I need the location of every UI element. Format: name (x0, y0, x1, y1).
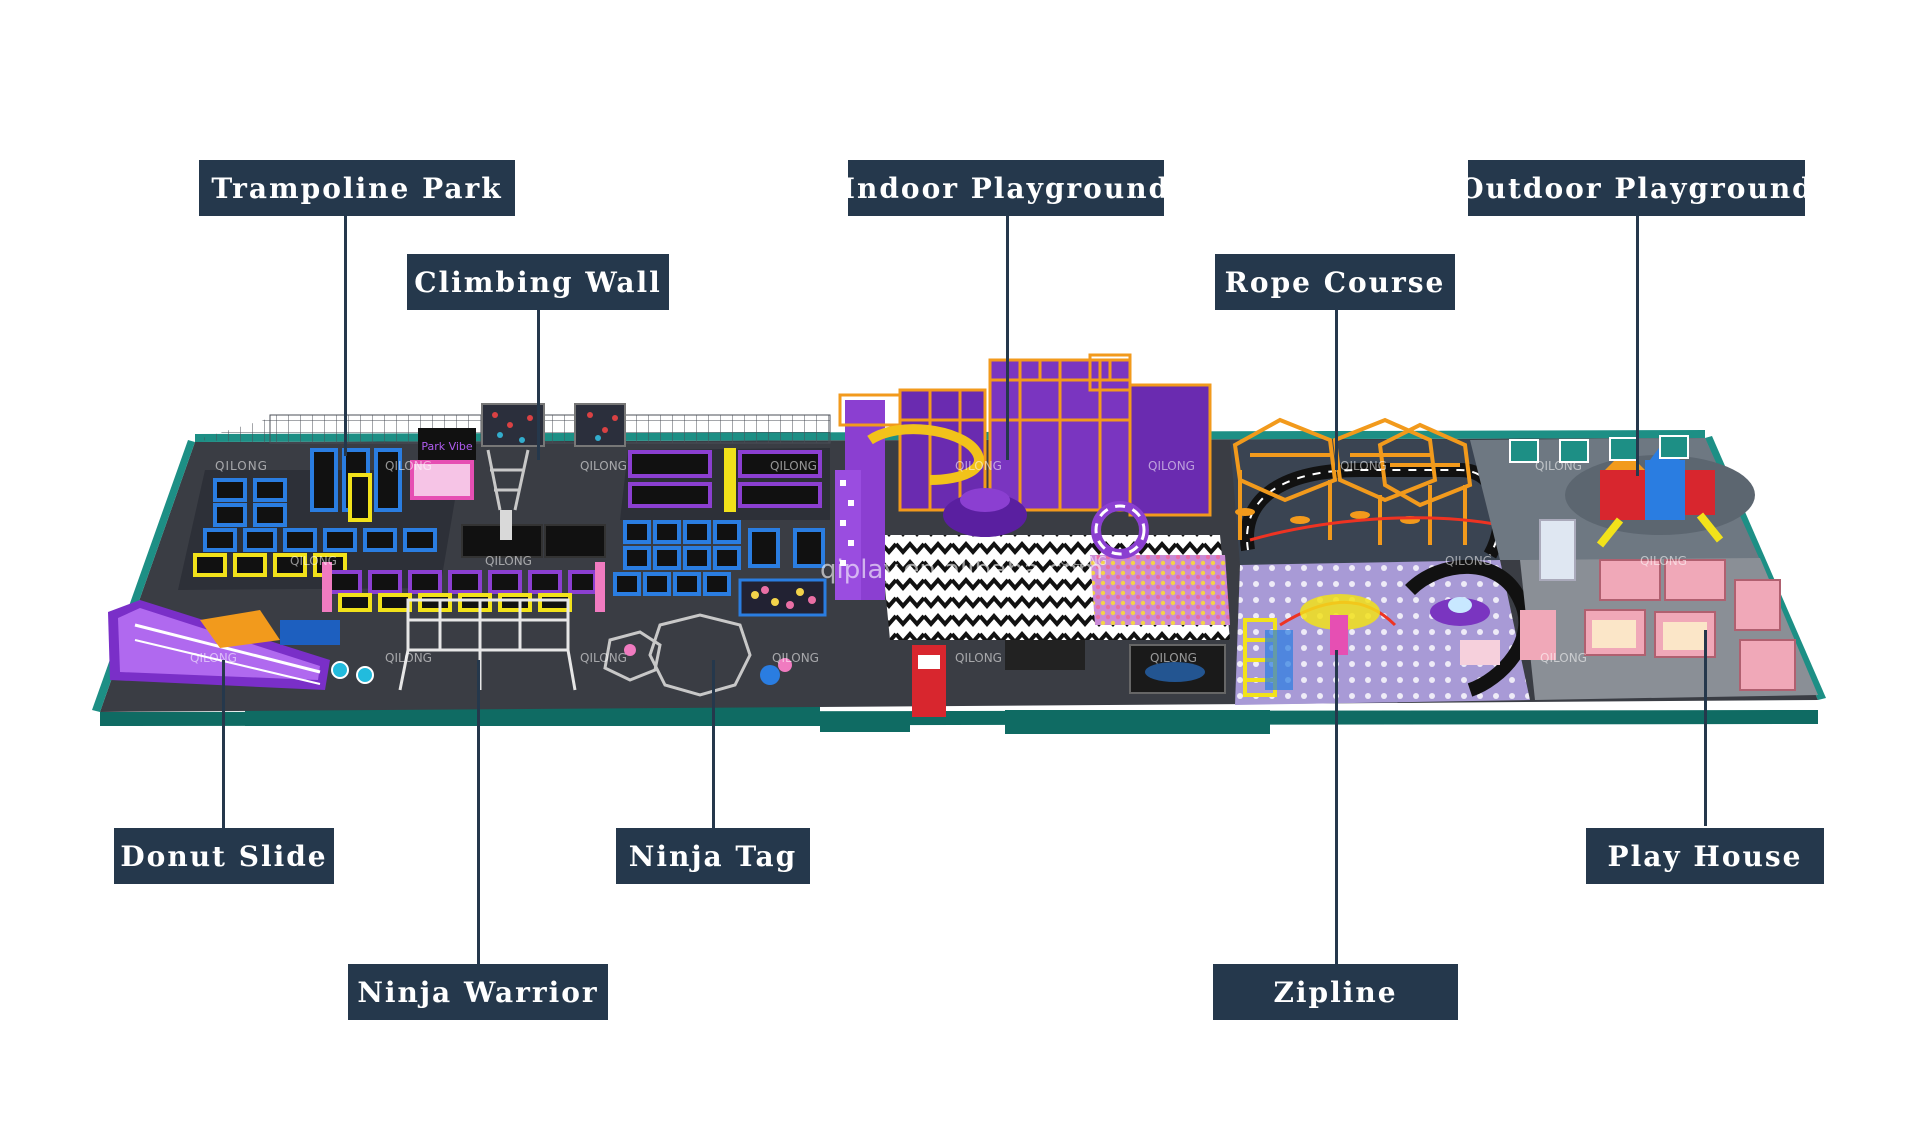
ninja-tag-arena (603, 613, 792, 697)
label-ninja-tag: Ninja Tag (616, 828, 810, 884)
leader-zipline (1335, 650, 1338, 964)
indoor-playground-structure (835, 353, 1230, 717)
brand-watermark: QILONG (770, 459, 817, 473)
label-outdoor-playground: Outdoor Playground (1459, 160, 1812, 216)
brand-watermark: QILONG (955, 651, 1002, 665)
leader-outdoor-playground (1636, 216, 1639, 476)
brand-watermark: QILONG (1640, 554, 1687, 568)
brand-watermark: QILONG (290, 554, 337, 568)
leader-ninja-tag (712, 660, 715, 828)
label-rope-course: Rope Course (1215, 254, 1455, 310)
brand-watermark: QILONG (1340, 459, 1387, 473)
brand-watermark: QILONG (385, 651, 432, 665)
label-climbing-wall: Climbing Wall (407, 254, 669, 310)
brand-watermark: QILONG (580, 459, 627, 473)
brand-watermark: QILONG (1535, 459, 1582, 473)
play-house-structure (1460, 519, 1818, 700)
brand-watermark: QILONG (190, 651, 237, 665)
leader-rope-course (1335, 310, 1338, 470)
brand-watermark: QILONG (955, 459, 1002, 473)
climbing-wall (481, 403, 626, 540)
ninja-warrior-frame (398, 598, 577, 691)
brand-watermark: QILONG (485, 554, 532, 568)
brand-watermark: QILONG (1540, 651, 1587, 665)
label-play-house: Play House (1586, 828, 1824, 884)
label-trampoline-park: Trampoline Park (199, 160, 515, 216)
trampoline-zone: Park Vibe (178, 428, 606, 612)
leader-climbing-wall (537, 310, 540, 460)
blue-trampoline-grid (613, 448, 830, 617)
label-ninja-warrior: Ninja Warrior (348, 964, 608, 1020)
label-zipline: Zipline (1213, 964, 1458, 1020)
site-watermark: qiplay.en.alibaba.com (820, 555, 1104, 585)
brand-watermark: QILONG (772, 651, 819, 665)
leader-indoor-playground (1006, 216, 1009, 460)
label-indoor-playground: Indoor Playground (842, 160, 1168, 216)
brand-watermark: QILONG (215, 459, 268, 473)
park-sign-text: Park Vibe (421, 440, 473, 453)
leader-ninja-warrior (477, 660, 480, 964)
brand-watermark: QILONG (1445, 554, 1492, 568)
brand-watermark: QILONG (1150, 651, 1197, 665)
donut-slide (108, 600, 374, 690)
leader-donut-slide (222, 660, 225, 828)
leader-play-house (1704, 630, 1707, 826)
brand-watermark: QILONG (385, 459, 432, 473)
zipline-area (1235, 559, 1533, 705)
brand-watermark: QILONG (1060, 554, 1107, 568)
leader-trampoline-park (344, 216, 347, 456)
brand-watermarks: QILONG QILONG QILONG QILONG QILONG QILON… (190, 459, 1687, 665)
label-donut-slide: Donut Slide (114, 828, 334, 884)
brand-watermark: QILONG (1148, 459, 1195, 473)
brand-watermark: QILONG (580, 651, 627, 665)
rope-course-structure (1230, 417, 1507, 565)
